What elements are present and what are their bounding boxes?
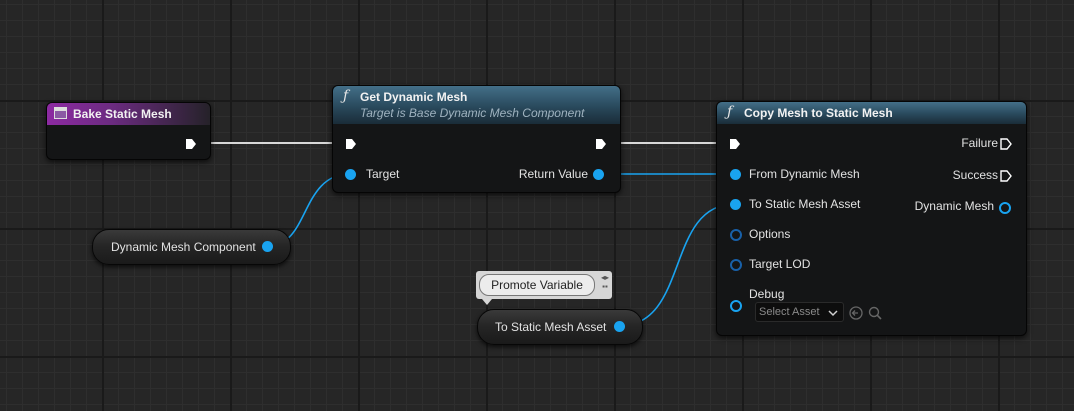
- to-static-mesh-asset-pin[interactable]: [730, 199, 741, 210]
- node-subtitle: Target is Base Dynamic Mesh Component: [360, 106, 585, 120]
- tooltip-arrow: [482, 299, 492, 305]
- options-pin[interactable]: [730, 229, 742, 241]
- exec-in-pin[interactable]: [345, 138, 357, 150]
- target-label: Target: [366, 167, 400, 181]
- variable-label: To Static Mesh Asset: [495, 320, 607, 334]
- select-asset-text: Select Asset: [759, 306, 820, 318]
- dynamic-mesh-out-pin[interactable]: [999, 202, 1011, 214]
- to-static-mesh-asset-variable[interactable]: To Static Mesh Asset: [477, 309, 643, 345]
- browse-asset-search-icon[interactable]: [867, 305, 883, 321]
- bake-static-mesh-node[interactable]: Bake Static Mesh: [46, 102, 211, 160]
- event-icon: [54, 107, 67, 119]
- target-pin[interactable]: [345, 169, 356, 180]
- node-title: Get Dynamic Mesh: [360, 90, 468, 104]
- dynamic-mesh-out-label: Dynamic Mesh: [914, 199, 994, 213]
- get-dynamic-mesh-node[interactable]: ƒ Get Dynamic Mesh Target is Base Dynami…: [332, 85, 621, 193]
- exec-in-pin[interactable]: [729, 138, 741, 150]
- target-lod-label: Target LOD: [749, 257, 811, 271]
- variable-output-pin[interactable]: [614, 321, 625, 332]
- options-label: Options: [749, 227, 791, 241]
- success-label: Success: [952, 168, 998, 182]
- copy-mesh-header[interactable]: ƒ Copy Mesh to Static Mesh: [717, 102, 1026, 124]
- node-title: Bake Static Mesh: [73, 107, 172, 121]
- debug-pin[interactable]: [730, 300, 742, 312]
- exec-out-pin[interactable]: [595, 138, 607, 150]
- chevron-down-icon: [828, 310, 838, 317]
- exec-out-pin[interactable]: [185, 138, 197, 150]
- get-dynamic-mesh-header[interactable]: ƒ Get Dynamic Mesh Target is Base Dynami…: [333, 86, 620, 124]
- return-value-pin[interactable]: [593, 169, 604, 180]
- select-asset-dropdown[interactable]: Select Asset: [755, 302, 844, 322]
- use-selected-asset-icon[interactable]: [848, 305, 864, 321]
- variable-output-pin[interactable]: [262, 241, 273, 252]
- from-dynamic-mesh-label: From Dynamic Mesh: [749, 167, 860, 181]
- bake-static-mesh-header[interactable]: Bake Static Mesh: [47, 103, 210, 125]
- copy-mesh-to-static-mesh-node[interactable]: ƒ Copy Mesh to Static Mesh From Dynamic …: [716, 101, 1027, 336]
- promote-variable-tooltip[interactable]: Promote Variable ◂▸▪▪: [476, 271, 612, 305]
- function-icon: ƒ: [727, 104, 733, 120]
- function-icon: ƒ: [343, 88, 349, 104]
- variable-label: Dynamic Mesh Component: [111, 240, 256, 254]
- pin-options-icon: ◂▸▪▪: [600, 273, 609, 291]
- failure-label: Failure: [961, 136, 998, 150]
- target-lod-pin[interactable]: [730, 259, 742, 271]
- from-dynamic-mesh-pin[interactable]: [730, 169, 741, 180]
- dynamic-mesh-component-variable[interactable]: Dynamic Mesh Component: [92, 229, 291, 265]
- promote-variable-button[interactable]: Promote Variable: [479, 274, 595, 296]
- node-title: Copy Mesh to Static Mesh: [744, 106, 893, 120]
- to-static-mesh-asset-label: To Static Mesh Asset: [749, 197, 861, 211]
- success-exec-pin[interactable]: [1000, 170, 1012, 182]
- debug-label: Debug: [749, 287, 785, 301]
- return-value-label: Return Value: [518, 167, 588, 181]
- failure-exec-pin[interactable]: [1000, 138, 1012, 150]
